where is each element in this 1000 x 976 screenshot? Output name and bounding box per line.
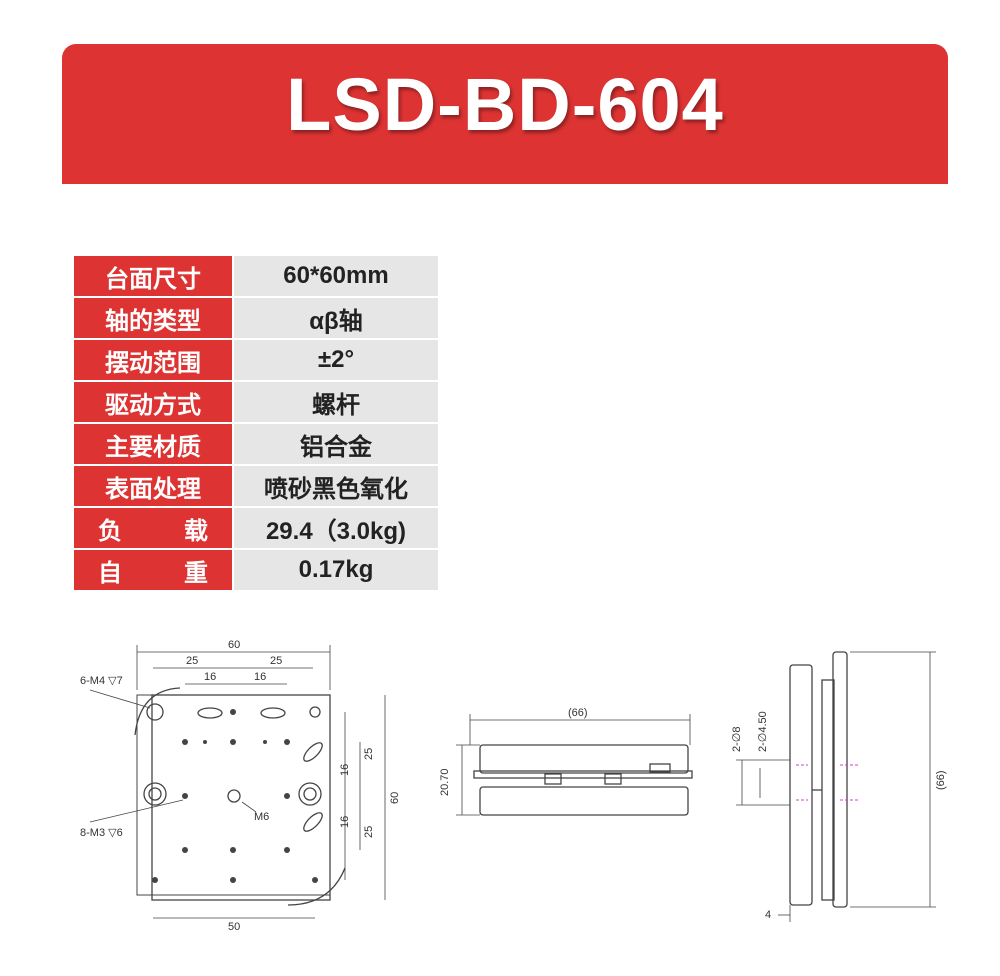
dim-label: 25 bbox=[363, 826, 375, 838]
side-dims bbox=[736, 651, 936, 922]
callout-m3: 8-M3 ▽6 bbox=[80, 827, 123, 839]
lower-stage bbox=[479, 786, 689, 816]
side-middle-plate bbox=[821, 679, 835, 901]
dim-label: 2-∅4.50 bbox=[757, 711, 769, 752]
dim-label: 60 bbox=[228, 639, 240, 651]
middle-plate bbox=[473, 770, 693, 779]
weight-key-char-1: 自 bbox=[98, 559, 122, 587]
base-outline bbox=[136, 694, 331, 896]
spec-key: 主要材质 bbox=[74, 424, 232, 464]
spec-row: 台面尺寸 60*60mm bbox=[74, 256, 438, 296]
spec-row: 驱动方式 螺杆 bbox=[74, 382, 438, 422]
spec-row: 轴的类型 αβ轴 bbox=[74, 298, 438, 338]
side-upper-plate bbox=[832, 651, 848, 908]
front-view bbox=[456, 714, 693, 816]
dim-label: 2-∅8 bbox=[731, 727, 743, 752]
dim-label: 25 bbox=[363, 748, 375, 760]
spec-value: 螺杆 bbox=[234, 382, 438, 422]
dim-label: 16 bbox=[204, 671, 216, 683]
small-holes bbox=[152, 709, 318, 883]
spec-value: αβ轴 bbox=[234, 298, 438, 338]
center-thread-hole bbox=[227, 789, 241, 803]
side-lower-plate bbox=[789, 664, 813, 906]
spec-row: 表面处理 喷砂黑色氧化 bbox=[74, 466, 438, 506]
adjust-screw bbox=[260, 707, 286, 719]
spec-value: 0.17kg bbox=[234, 550, 438, 590]
pivot-hole bbox=[143, 782, 167, 806]
callout-m4: 6-M4 ▽7 bbox=[80, 675, 123, 687]
product-model-title: LSD-BD-604 bbox=[286, 63, 724, 146]
screw-block bbox=[544, 773, 562, 785]
spec-key: 自重 bbox=[74, 550, 232, 590]
dim-label: 25 bbox=[270, 655, 282, 667]
adjust-screw bbox=[303, 742, 323, 762]
spec-row: 主要材质 铝合金 bbox=[74, 424, 438, 464]
top-view bbox=[89, 645, 386, 919]
dim-label: (66) bbox=[935, 770, 947, 790]
spec-row: 负载 29.4（3.0kg) bbox=[74, 508, 438, 548]
adjust-screw bbox=[197, 707, 223, 719]
front-view-labels: (66) 20.70 bbox=[439, 707, 588, 796]
spec-value: 铝合金 bbox=[234, 424, 438, 464]
spec-key: 表面处理 bbox=[74, 466, 232, 506]
top-dims bbox=[89, 645, 386, 919]
dim-label: 25 bbox=[186, 655, 198, 667]
spec-value: 29.4（3.0kg) bbox=[234, 508, 438, 548]
pivot-hole-inner bbox=[148, 787, 162, 801]
screw-block bbox=[604, 773, 622, 785]
side-view-labels: 2-∅8 2-∅4.50 (66) 4 bbox=[731, 711, 947, 921]
spec-key: 驱动方式 bbox=[74, 382, 232, 422]
load-key-char-2: 载 bbox=[184, 517, 208, 545]
weight-key-spaced: 自重 bbox=[74, 553, 232, 588]
dim-label: 16 bbox=[339, 816, 351, 828]
spec-row: 摆动范围 ±2° bbox=[74, 340, 438, 380]
top-view-labels: 60 25 25 16 16 6-M4 ▽7 8-M3 ▽6 M6 50 25 … bbox=[80, 639, 401, 933]
corner-arc-tl bbox=[134, 687, 181, 736]
spec-key: 摆动范围 bbox=[74, 340, 232, 380]
dim-label: 16 bbox=[339, 764, 351, 776]
mount-hole bbox=[309, 706, 321, 718]
pivot-hole-inner bbox=[303, 787, 317, 801]
dim-label: 50 bbox=[228, 921, 240, 933]
spec-key: 轴的类型 bbox=[74, 298, 232, 338]
adjust-screw bbox=[303, 812, 323, 832]
corner-arc-br bbox=[287, 867, 346, 906]
spec-value: 喷砂黑色氧化 bbox=[234, 466, 438, 506]
mount-hole bbox=[146, 703, 164, 721]
dim-label: 20.70 bbox=[439, 768, 451, 796]
upper-stage bbox=[479, 744, 689, 774]
weight-key-char-2: 重 bbox=[184, 559, 208, 587]
spec-value: 60*60mm bbox=[234, 256, 438, 296]
spec-value: ±2° bbox=[234, 340, 438, 380]
side-view bbox=[736, 651, 936, 922]
front-dims bbox=[456, 714, 691, 816]
pivot-hole bbox=[298, 782, 322, 806]
spec-key: 台面尺寸 bbox=[74, 256, 232, 296]
load-key-spaced: 负载 bbox=[74, 511, 232, 546]
top-plate-outline bbox=[151, 694, 331, 901]
title-banner: LSD-BD-604 bbox=[62, 44, 948, 184]
screw-head bbox=[649, 763, 671, 773]
callout-m6: M6 bbox=[254, 811, 269, 823]
spec-row: 自重 0.17kg bbox=[74, 550, 438, 590]
spec-table: 台面尺寸 60*60mm 轴的类型 αβ轴 摆动范围 ±2° 驱动方式 螺杆 主… bbox=[72, 254, 440, 592]
hidden-holes bbox=[796, 764, 860, 801]
spec-key: 负载 bbox=[74, 508, 232, 548]
load-key-char-1: 负 bbox=[98, 517, 122, 545]
dim-label: 60 bbox=[389, 792, 401, 804]
dim-label: (66) bbox=[568, 707, 588, 719]
dim-label: 4 bbox=[765, 909, 771, 921]
dim-label: 16 bbox=[254, 671, 266, 683]
